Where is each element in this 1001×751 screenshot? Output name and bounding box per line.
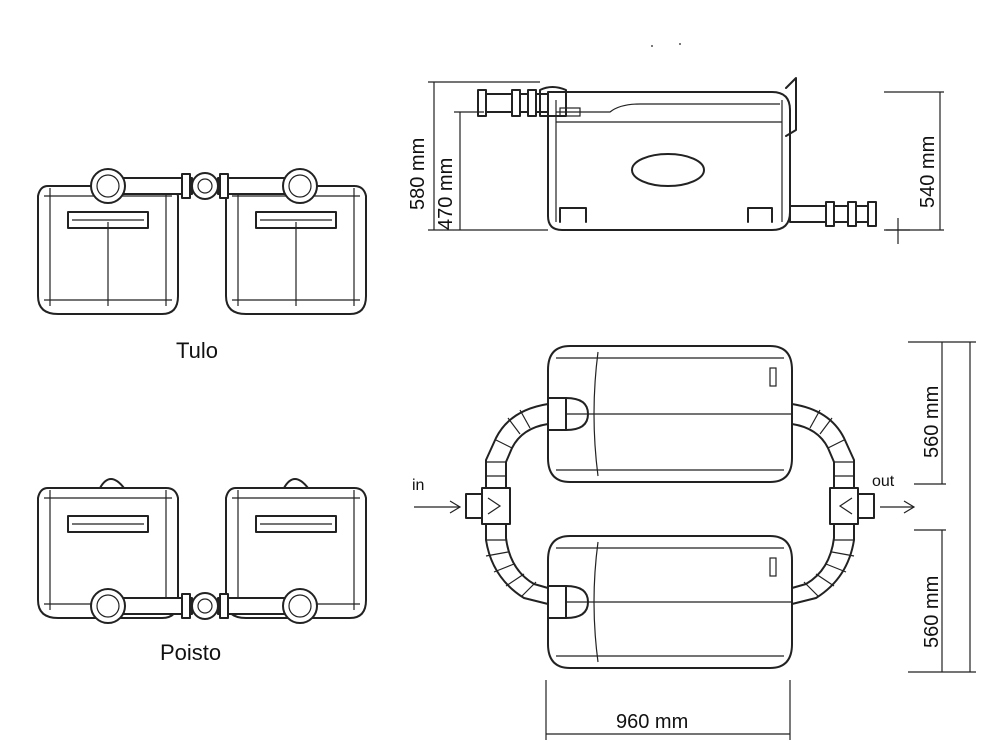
tulo-label: Tulo	[176, 338, 218, 363]
tulo-front-view	[37, 168, 367, 315]
tulo-inlet-manifold	[90, 168, 318, 204]
dimension-lower-unit-depth: 560 mm	[921, 576, 943, 648]
side-outlet-pipe	[789, 201, 877, 227]
poisto-right-unit	[225, 478, 367, 619]
in-label: in	[412, 477, 424, 494]
tulo-left-unit	[37, 185, 179, 315]
dimension-upper-unit-depth: 560 mm	[921, 386, 943, 458]
plan-inlet-pipework	[465, 403, 549, 605]
plan-view-dimensions	[545, 341, 976, 740]
dimension-unit-length: 960 mm	[616, 711, 688, 733]
out-label: out	[872, 473, 895, 490]
poisto-front-view	[37, 478, 367, 624]
plan-outlet-pipework	[791, 403, 875, 605]
dimension-total-height: 580 mm	[407, 138, 429, 210]
side-view-dimensions	[428, 81, 944, 244]
dimension-inlet-height: 470 mm	[435, 158, 457, 230]
plan-lower-tank	[547, 535, 793, 669]
in-arrow-icon	[414, 500, 462, 514]
side-inlet-pipe	[477, 86, 567, 117]
plan-upper-tank	[547, 345, 793, 483]
plan-view	[414, 345, 916, 669]
poisto-label: Poisto	[160, 640, 221, 665]
dimension-outlet-height: 540 mm	[917, 136, 939, 208]
out-arrow-icon	[880, 500, 916, 514]
poisto-left-unit	[37, 478, 179, 619]
tulo-right-unit	[225, 185, 367, 315]
poisto-outlet-manifold	[90, 588, 318, 624]
side-view	[477, 43, 877, 231]
